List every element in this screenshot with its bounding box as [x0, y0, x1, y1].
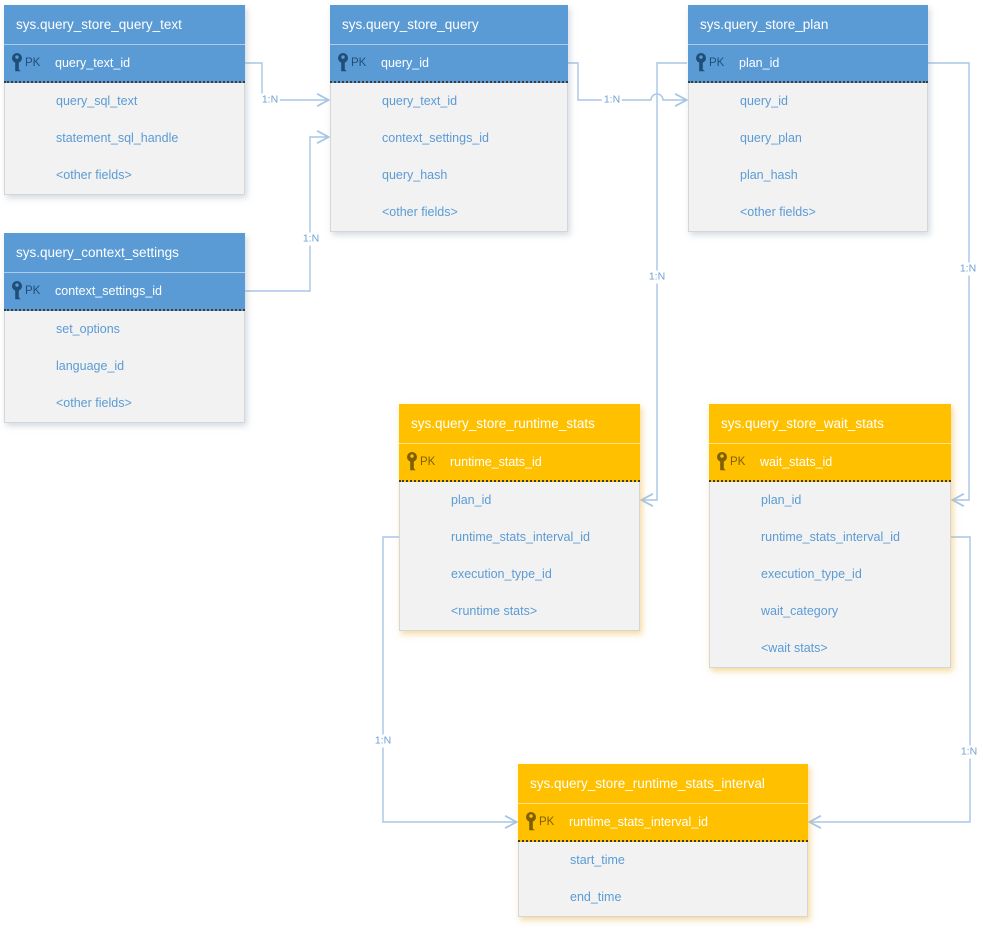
- connector-querytext-to-query: [245, 62, 328, 100]
- cardinality-label: 1:N: [958, 745, 980, 759]
- pk-badge: PK: [539, 816, 555, 828]
- field-row: runtime_stats_interval_id: [761, 530, 900, 544]
- field-row: statement_sql_handle: [56, 131, 179, 145]
- field-row: plan_hash: [740, 168, 798, 182]
- field-row: set_options: [56, 322, 120, 336]
- field-list: set_options language_id <other fields>: [4, 311, 245, 423]
- field-row: query_id: [740, 94, 788, 108]
- cardinality-label: 1:N: [300, 232, 322, 246]
- pk-row: PK context_settings_id: [4, 273, 245, 311]
- field-list: plan_id runtime_stats_interval_id execut…: [709, 482, 951, 668]
- pk-badge: PK: [25, 57, 41, 69]
- field-row: plan_id: [451, 493, 492, 507]
- table-title: sys.query_store_runtime_stats_interval: [518, 764, 808, 804]
- field-row: <other fields>: [56, 396, 132, 410]
- pk-field: context_settings_id: [55, 284, 163, 298]
- field-row: query_sql_text: [56, 94, 138, 108]
- field-row: plan_id: [761, 493, 802, 507]
- key-icon: [11, 281, 24, 301]
- key-icon: [11, 53, 24, 73]
- pk-row: PK query_id: [330, 45, 568, 83]
- cardinality-label: 1:N: [259, 93, 281, 107]
- field-list: query_sql_text statement_sql_handle <oth…: [4, 83, 245, 195]
- field-list: query_text_id context_settings_id query_…: [330, 83, 568, 232]
- entity-query-store-query-text: sys.query_store_query_text PK query_text…: [4, 5, 245, 195]
- field-row: <runtime stats>: [451, 604, 538, 618]
- field-row: start_time: [570, 853, 625, 867]
- field-row: query_text_id: [382, 94, 458, 108]
- table-title: sys.query_store_runtime_stats: [399, 404, 640, 444]
- field-row: execution_type_id: [451, 567, 552, 581]
- key-icon: [716, 452, 729, 472]
- pk-row: PK query_text_id: [4, 45, 245, 83]
- field-row: <other fields>: [382, 205, 458, 219]
- pk-badge: PK: [730, 456, 746, 468]
- field-row: execution_type_id: [761, 567, 862, 581]
- entity-query-context-settings: sys.query_context_settings PK context_se…: [4, 233, 245, 423]
- pk-row: PK runtime_stats_interval_id: [518, 804, 808, 842]
- table-title: sys.query_store_query: [330, 5, 568, 45]
- pk-field: wait_stats_id: [760, 455, 833, 469]
- field-row: <wait stats>: [761, 641, 828, 655]
- field-list: query_id query_plan plan_hash <other fie…: [688, 83, 928, 232]
- pk-field: query_id: [381, 56, 429, 70]
- field-row: end_time: [570, 890, 622, 904]
- connector-query-to-plan: [568, 62, 686, 100]
- table-title: sys.query_store_query_text: [4, 5, 245, 45]
- table-title: sys.query_store_plan: [688, 5, 928, 45]
- key-icon: [695, 53, 708, 73]
- pk-field: query_text_id: [55, 56, 131, 70]
- cardinality-label: 1:N: [372, 734, 394, 748]
- pk-field: runtime_stats_id: [450, 455, 542, 469]
- field-row: <other fields>: [740, 205, 816, 219]
- field-row: wait_category: [761, 604, 839, 618]
- entity-query-store-runtime-stats-interval: sys.query_store_runtime_stats_interval P…: [518, 764, 808, 917]
- pk-badge: PK: [25, 285, 41, 297]
- entity-query-store-query: sys.query_store_query PK query_id query_…: [330, 5, 568, 232]
- field-row: language_id: [56, 359, 125, 373]
- entity-query-store-runtime-stats: sys.query_store_runtime_stats PK runtime…: [399, 404, 640, 631]
- pk-row: PK plan_id: [688, 45, 928, 83]
- entity-query-store-wait-stats: sys.query_store_wait_stats PK wait_stats…: [709, 404, 951, 668]
- field-list: start_time end_time: [518, 842, 808, 917]
- table-title: sys.query_context_settings: [4, 233, 245, 273]
- field-row: runtime_stats_interval_id: [451, 530, 590, 544]
- field-row: <other fields>: [56, 168, 132, 182]
- connector-contextsettings-to-query: [245, 137, 328, 292]
- pk-field: plan_id: [739, 56, 780, 70]
- cardinality-label: 1:N: [646, 270, 668, 284]
- key-icon: [337, 53, 350, 73]
- pk-badge: PK: [709, 57, 725, 69]
- key-icon: [525, 812, 538, 832]
- pk-row: PK wait_stats_id: [709, 444, 951, 482]
- pk-badge: PK: [351, 57, 367, 69]
- pk-row: PK runtime_stats_id: [399, 444, 640, 482]
- pk-badge: PK: [420, 456, 436, 468]
- table-title: sys.query_store_wait_stats: [709, 404, 951, 444]
- field-row: query_hash: [382, 168, 448, 182]
- key-icon: [406, 452, 419, 472]
- pk-field: runtime_stats_interval_id: [569, 815, 708, 829]
- field-row: query_plan: [740, 131, 802, 145]
- cardinality-label: 1:N: [601, 93, 623, 107]
- entity-query-store-plan: sys.query_store_plan PK plan_id query_id…: [688, 5, 928, 232]
- field-list: plan_id runtime_stats_interval_id execut…: [399, 482, 640, 631]
- cardinality-label: 1:N: [957, 262, 979, 276]
- field-row: context_settings_id: [382, 131, 490, 145]
